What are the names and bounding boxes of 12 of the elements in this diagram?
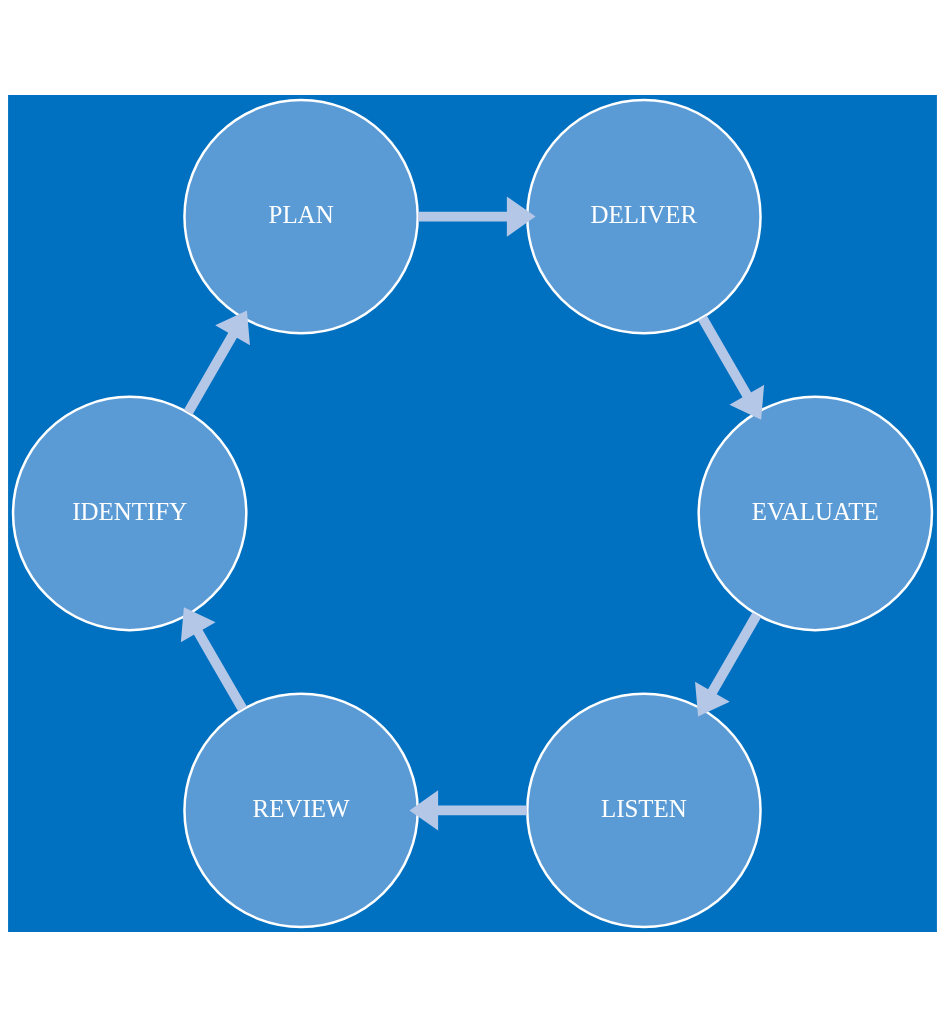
arrow	[695, 612, 762, 717]
arrow	[418, 196, 536, 237]
arrow	[409, 790, 527, 831]
node-circle: PLAN	[183, 98, 419, 335]
node-circle: DELIVER	[526, 98, 762, 335]
node-circle: IDENTIFY	[11, 395, 248, 632]
node-circle: LISTEN	[526, 692, 762, 929]
node-circle: EVALUATE	[697, 395, 934, 632]
node-circle: REVIEW	[183, 692, 419, 929]
arrow	[180, 607, 247, 712]
arrow	[183, 310, 250, 415]
arrow	[698, 315, 765, 420]
